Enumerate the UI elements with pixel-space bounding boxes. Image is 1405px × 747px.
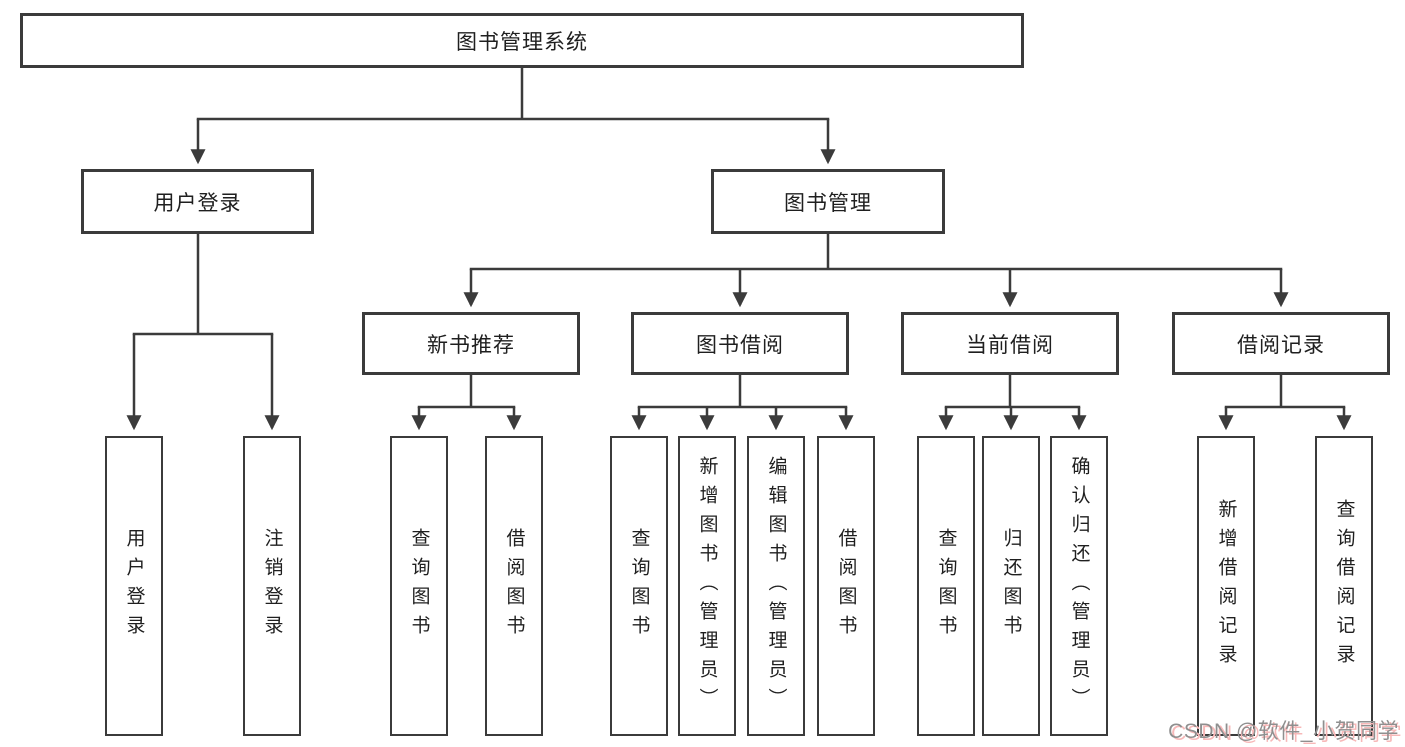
node-confirm-return-admin: 确认归还（管理员） [1050,436,1108,736]
node-label: 查询图书 [408,528,430,644]
node-label: 查询图书 [935,528,957,644]
node-label: 图书管理系统 [456,30,588,54]
node-library-management-system: 图书管理系统 [20,13,1024,68]
node-recommend-query-book: 查询图书 [390,436,448,736]
node-new-book-recommendation: 新书推荐 [362,312,580,375]
node-add-book-admin: 新增图书（管理员） [678,436,736,736]
node-label: 借阅记录 [1237,333,1325,357]
node-borrowing-records: 借阅记录 [1172,312,1390,375]
node-label: 归还图书 [1000,528,1022,644]
node-current-query-book: 查询图书 [917,436,975,736]
node-label: 新书推荐 [427,333,515,357]
node-label: 用户登录 [153,191,242,215]
node-label: 新增图书（管理员） [696,455,718,717]
node-logout: 注销登录 [243,436,301,736]
node-label: 注销登录 [261,528,283,644]
node-edit-book-admin: 编辑图书（管理员） [747,436,805,736]
node-label: 借阅图书 [835,528,857,644]
node-label: 图书管理 [784,191,872,215]
node-label: 用户登录 [123,528,145,644]
node-borrow-book-leaf: 借阅图书 [817,436,875,736]
node-recommend-borrow-book: 借阅图书 [485,436,543,736]
node-user-login-branch: 用户登录 [81,169,314,234]
node-book-borrowing: 图书借阅 [631,312,849,375]
node-book-management-branch: 图书管理 [711,169,945,234]
node-query-borrow-record: 查询借阅记录 [1315,436,1373,736]
node-label: 当前借阅 [966,333,1054,357]
node-label: 借阅图书 [503,528,525,644]
node-label: 新增借阅记录 [1215,499,1237,673]
node-label: 查询图书 [628,528,650,644]
node-add-borrow-record: 新增借阅记录 [1197,436,1255,736]
node-label: 查询借阅记录 [1333,499,1355,673]
csdn-watermark: CSDN @软件_小贺同学 [1168,720,1399,743]
node-return-book: 归还图书 [982,436,1040,736]
node-label: 确认归还（管理员） [1068,455,1090,717]
node-label: 图书借阅 [696,333,784,357]
node-user-login-leaf: 用户登录 [105,436,163,736]
node-current-borrowing: 当前借阅 [901,312,1119,375]
node-borrow-query-book: 查询图书 [610,436,668,736]
node-label: 编辑图书（管理员） [765,455,787,717]
